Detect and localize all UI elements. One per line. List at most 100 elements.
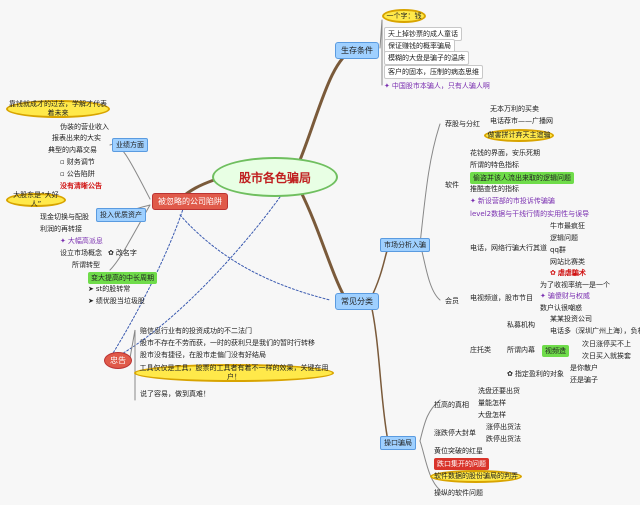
software-item: level2数据与干线行情的实用性与误导 xyxy=(470,210,590,218)
phone-item: 逻辑问题 xyxy=(550,234,578,242)
survival-oval: 一个字：钱 xyxy=(382,9,426,23)
perf-item: ▫财务调节 xyxy=(60,157,95,167)
concept-item: 设立市场概念 xyxy=(60,249,102,257)
pumpup-item: 洗盘还要出货 xyxy=(478,387,520,395)
branch-advice[interactable]: 忠告 xyxy=(104,352,132,369)
branch-survival[interactable]: 生存条件 xyxy=(335,42,379,59)
perf-item-text: 公告陷阱 xyxy=(66,170,95,178)
insider-secret: 所谓内幕 xyxy=(507,346,535,354)
sub-limit: 涨跌停大封单 xyxy=(434,429,476,437)
cycle-item: ➤st的股转常 xyxy=(88,284,130,294)
sub-tv: 电视频道，股市节目 xyxy=(470,294,533,302)
branch-common[interactable]: 常见分类 xyxy=(335,293,379,310)
software-item-text: 新设营部的市投诉传骗骗 xyxy=(477,197,555,205)
company-oval-1: 靠钱就成才的过去，学解才代表着未来 xyxy=(6,100,110,118)
company-perf[interactable]: 业绩方面 xyxy=(112,138,148,152)
group-market[interactable]: 市场分析入骗 xyxy=(380,238,430,252)
flower-icon: ✿ xyxy=(108,249,114,257)
recommend-item: 电话荐市——广播网 xyxy=(490,117,553,125)
insider-item: 电话多（深圳广州上海），负机 xyxy=(550,327,640,335)
software-item: 偷盗并该人流出来取的逻辑问题 xyxy=(470,172,574,184)
perf-item: 报表出来的大实 xyxy=(52,134,101,142)
asset-item-text: 大幅高派息 xyxy=(67,237,103,245)
software-item: ✦新设营部的市投诉传骗骗 xyxy=(470,196,555,206)
insider-target-text: 指定盈利的对象 xyxy=(514,370,564,378)
cycle-item: ➤绩优股当垃圾股 xyxy=(88,296,145,306)
phone-item: ✿虐虐騙术 xyxy=(550,268,586,278)
checkbox-icon: ▫ xyxy=(60,170,65,178)
limit-item: 涨停出货法 xyxy=(486,423,521,431)
star-icon: ✦ xyxy=(540,292,546,300)
perf-item: 没有清晰公告 xyxy=(60,182,102,190)
group-member: 会员 xyxy=(445,297,459,305)
cycle-label: 变大提高的中长周期 xyxy=(88,272,157,284)
software-item: 花钱的界面，安乐死期 xyxy=(470,149,540,157)
software-item: 推酷查性的指标 xyxy=(470,185,519,193)
sub-insider: 庄托类 xyxy=(470,346,491,354)
advice-oval: 工具仅仅是工具，股票的工具者有着不一样的效果，关键在用户！ xyxy=(134,364,334,382)
asset-item: ✦大幅高派息 xyxy=(60,236,103,246)
phone-item: 网站比赛类 xyxy=(550,258,585,266)
insider-target: ✿指定盈利的对象 xyxy=(507,369,564,379)
advice-item: 股市不存在不劳而获，一时的获利只是我们的暂时行转移 xyxy=(140,339,315,347)
perf-item-text: 财务调节 xyxy=(66,158,95,166)
company-asset[interactable]: 投入优质资产 xyxy=(96,208,146,222)
sub-pumpup: 拉高的真相 xyxy=(434,401,469,409)
concept-item: 所谓转型 xyxy=(72,261,100,269)
star-icon: ✦ xyxy=(60,237,66,245)
tv-item: 为了收视率统一是一个 xyxy=(540,281,610,289)
manipulate-item: 黄位突破的红星 xyxy=(434,447,483,455)
phone-item-text: 虐虐騙术 xyxy=(557,269,586,277)
insider-item: 某某投资公司 xyxy=(550,315,592,323)
cycle-item-text: 绩优股当垃圾股 xyxy=(95,297,145,305)
limit-item: 跌停出货法 xyxy=(486,435,521,443)
arrow-icon: ➤ xyxy=(88,297,94,305)
tv-item: 数户认很嘲惑 xyxy=(540,304,582,312)
phone-item: 牛市最疯狂 xyxy=(550,222,585,230)
insider-item: 是你散户 xyxy=(570,364,598,372)
central-topic[interactable]: 股市各色骗局 xyxy=(212,157,338,197)
insider-item: 次日涨停买不上 xyxy=(582,340,631,348)
cycle-item-text: st的股转常 xyxy=(95,285,131,293)
perf-item: ▫公告陷阱 xyxy=(60,169,95,179)
company-oval-2: 大股东是“大好人” xyxy=(6,191,66,208)
phone-item: qq群 xyxy=(550,246,566,254)
manipulate-oval: 软件数据的股份骗局的判弄 xyxy=(430,470,522,483)
arrow-icon: ➤ xyxy=(88,285,94,293)
software-item: 所谓的特色指标 xyxy=(470,161,519,169)
sub-software: 软件 xyxy=(445,181,459,189)
flower-icon: ✿ xyxy=(550,269,556,277)
advice-item: 股市没有捷径，在股市走偏门没有好结局 xyxy=(140,351,266,359)
survival-item: 模糊的大盘是骗子的温床 xyxy=(384,51,469,65)
survival-footer: ✦中国股市本骗人，只有人骗人啊 xyxy=(384,81,490,91)
perf-item: 典型的内幕交易 xyxy=(48,146,97,154)
flower-icon: ✿ xyxy=(507,370,513,378)
tv-item: ✦骗傻财与权威 xyxy=(540,291,590,301)
group-manipulate[interactable]: 操口骗局 xyxy=(380,436,416,450)
advice-item: 说了容易，做到真难！ xyxy=(140,390,210,398)
asset-item: 现金切换与配股 xyxy=(40,213,89,221)
insider-private: 私募机构 xyxy=(507,321,535,329)
manipulate-item: 跌口集开的问题 xyxy=(434,458,489,470)
insider-item: 还是骗子 xyxy=(570,376,598,384)
advice-item: 赔信息行业有的投资成功的不二法门 xyxy=(140,327,252,335)
pumpup-item: 大盘怎样 xyxy=(478,411,506,419)
star-icon: ✦ xyxy=(384,82,390,90)
insider-tag: 视频造 xyxy=(542,345,569,357)
checkbox-icon: ▫ xyxy=(60,158,65,166)
recommend-item: 无本万利的买卖 xyxy=(490,105,539,113)
branch-company[interactable]: 被忽略的公司陷阱 xyxy=(152,193,228,210)
concept-item-text: 改名字 xyxy=(115,249,137,257)
perf-item: 伪装的营业收入 xyxy=(60,123,109,131)
tv-item-text: 骗傻财与权威 xyxy=(547,292,590,300)
insider-item: 次日买入就挨套 xyxy=(582,352,631,360)
star-icon: ✦ xyxy=(470,197,476,205)
concept-item: ✿改名字 xyxy=(108,248,137,258)
survival-item: 客户的固本，压制的病态思维 xyxy=(384,65,483,79)
recommend-oval: 做害拼计弃天主谊骗 xyxy=(484,129,554,142)
survival-footer-text: 中国股市本骗人，只有人骗人啊 xyxy=(391,82,490,90)
pumpup-item: 量能怎样 xyxy=(478,399,506,407)
manipulate-item: 操纵的软件问题 xyxy=(434,489,483,497)
sub-phone: 电话，网络行骗大行其道 xyxy=(470,244,547,252)
